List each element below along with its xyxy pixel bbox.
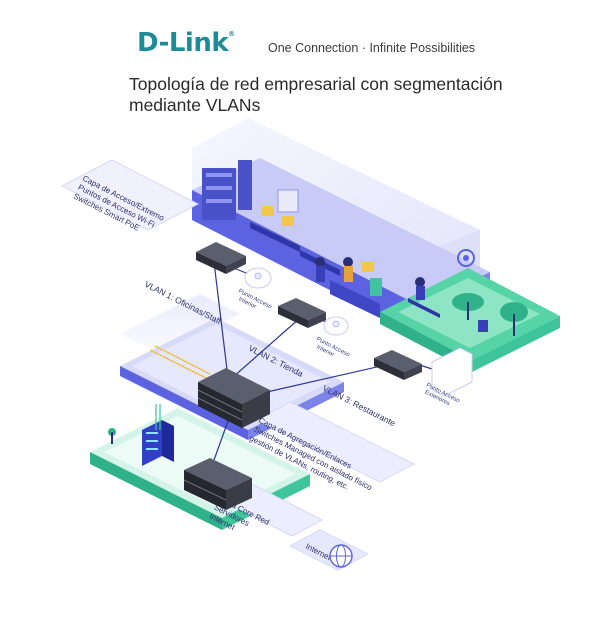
access-switch-2	[278, 298, 326, 328]
core-switch-stack	[183, 458, 252, 510]
agg-sw-side	[242, 390, 270, 428]
access-point-2	[323, 316, 349, 336]
cable-sw1-agg	[213, 261, 229, 379]
server-led-1	[146, 432, 158, 434]
cable-sw2-agg	[231, 317, 301, 379]
bookshelf-2	[238, 160, 252, 210]
desk-3	[408, 298, 440, 318]
aggregation-column	[120, 294, 240, 354]
server-rack-side	[162, 420, 174, 462]
server-led-3	[146, 448, 158, 450]
page-title: Topología de red empresarial con segment…	[129, 74, 509, 116]
sw1-top	[196, 242, 246, 266]
aggregation-switch-stack	[197, 368, 270, 428]
person-2-body	[344, 266, 353, 282]
floor-top	[192, 158, 490, 306]
access-layer-pill: Capa de Acceso/Extremo Puntos de Acceso …	[60, 159, 200, 233]
fiber-2	[154, 345, 211, 375]
dlink-logo: D-Link®	[137, 28, 235, 58]
core-front	[90, 452, 222, 530]
access-layer-bg	[60, 159, 200, 231]
sw1-front	[196, 252, 226, 274]
person-1-body	[316, 266, 325, 282]
server-rack-front	[142, 420, 162, 466]
title-line-1: Topología de red empresarial con segment…	[129, 74, 503, 94]
shelf-3	[206, 199, 232, 203]
shelf-1	[206, 173, 232, 177]
ap2-label: Punto Acceso Interior	[315, 336, 351, 358]
terrace-person	[478, 320, 488, 332]
title-line-2: mediante VLANs	[129, 95, 261, 115]
agg-sw-divider-1	[197, 389, 243, 413]
agg-sw-front	[198, 382, 242, 428]
counter	[330, 280, 380, 318]
access-point-1	[244, 267, 272, 289]
agg-sw-divider-2	[197, 397, 243, 421]
sw3-top	[374, 350, 422, 372]
palm-tree	[500, 302, 528, 322]
cable-sw3-agg	[257, 363, 391, 395]
ap2-led	[332, 320, 340, 328]
agg-sw-top	[198, 368, 270, 404]
ap3-body	[431, 347, 473, 397]
monitor-1	[262, 206, 274, 216]
internet-pill: Internet	[288, 529, 370, 571]
registered-mark: ®	[228, 30, 235, 38]
core-sw-divider	[183, 479, 227, 501]
core-sw-side	[226, 478, 252, 510]
person-3-body	[416, 286, 425, 300]
ap1-label: Punto Acceso Interior	[237, 288, 273, 310]
access-switch-3	[374, 350, 422, 380]
logo-text: D-Link	[137, 28, 229, 58]
ap1-led	[254, 272, 262, 280]
sw1-side	[226, 256, 246, 274]
sw3-front	[374, 358, 404, 380]
palm-trunk	[513, 314, 515, 336]
person-3	[415, 277, 425, 287]
sw2-front	[278, 306, 308, 328]
monitor-2	[282, 216, 294, 226]
core-sw-top	[184, 458, 252, 490]
tagline: One Connection · Infinite Possibilities	[268, 41, 476, 55]
person-2	[343, 257, 353, 267]
header: D-Link® One Connection · Infinite Possib…	[0, 0, 600, 130]
monitor-3	[362, 262, 374, 272]
plant-1	[370, 278, 382, 296]
wifi-sign-icon	[457, 249, 475, 267]
terrace-side	[472, 316, 560, 372]
desk-1	[250, 222, 300, 252]
plant-core-stem	[111, 432, 113, 444]
access-point-3	[431, 347, 473, 397]
servers	[142, 420, 174, 466]
fiber-1	[149, 349, 207, 379]
aggregation-label-bg	[254, 401, 416, 483]
shelf-2	[206, 186, 232, 190]
fiber-links	[149, 345, 211, 430]
server-led-2	[146, 440, 158, 442]
office-furniture	[202, 160, 528, 336]
printer	[277, 189, 299, 213]
sw3-side	[404, 364, 422, 380]
access-switch-1	[196, 242, 246, 274]
sw2-side	[308, 312, 326, 328]
internet-bg	[288, 529, 370, 571]
sw2-top	[278, 298, 326, 320]
aggregation-front	[120, 366, 248, 440]
parasol-pole	[467, 302, 469, 320]
vlan3-label: VLAN 3: Restaurante	[321, 383, 397, 428]
person-1	[315, 257, 325, 267]
wifi-sign-dot	[463, 255, 469, 261]
